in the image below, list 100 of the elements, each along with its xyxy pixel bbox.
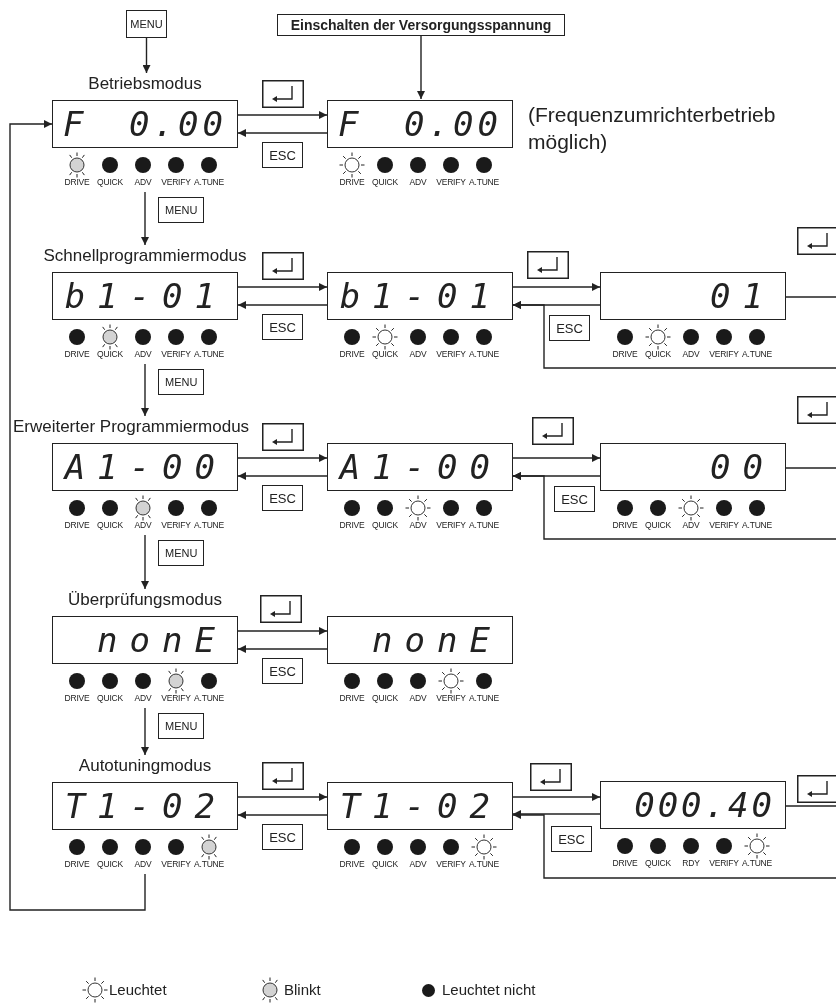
arrow — [237, 111, 328, 119]
lamp-label: A.TUNE — [194, 859, 224, 869]
key-label: ESC — [549, 315, 590, 341]
lamp-label: DRIVE — [64, 349, 90, 359]
arrow — [9, 120, 146, 911]
arrow — [141, 534, 149, 590]
lamp-label: DRIVE — [612, 349, 638, 359]
lamp-label: ADV — [409, 693, 427, 703]
display-readout: b1-01 — [338, 276, 502, 316]
lamp-label: VERIFY — [161, 859, 191, 869]
event-box: Einschalten der Versorgungsspannung — [277, 14, 565, 36]
arrow — [512, 301, 836, 369]
lamp-label: QUICK — [372, 520, 398, 530]
lamp-label: VERIFY — [709, 349, 739, 359]
lamp-label: ADV — [409, 177, 427, 187]
lamp-label: A.TUNE — [742, 349, 772, 359]
lamp-label: QUICK — [97, 520, 123, 530]
mode-title: Schnellprogrammiermodus — [43, 246, 247, 266]
arrow — [141, 707, 149, 756]
lamp-label: A.TUNE — [742, 520, 772, 530]
arrow — [417, 35, 425, 100]
lamp-label: A.TUNE — [469, 859, 499, 869]
note-text: (Frequenzumrichterbetrieb möglich) — [528, 102, 777, 155]
lamp-label: QUICK — [97, 177, 123, 187]
lamp-label: VERIFY — [436, 177, 466, 187]
lamp-label: ADV — [134, 693, 152, 703]
display-readout: T1-02 — [338, 786, 502, 826]
arrow — [512, 811, 836, 879]
lamp-label: ADV — [134, 520, 152, 530]
key-label: ESC — [262, 314, 303, 340]
lamp-label: DRIVE — [339, 693, 365, 703]
lamp-label: QUICK — [97, 859, 123, 869]
lamp-label: DRIVE — [612, 520, 638, 530]
arrow — [237, 627, 328, 635]
arrow — [512, 283, 601, 291]
lamp-label: VERIFY — [436, 520, 466, 530]
lamp-label: ADV — [682, 349, 700, 359]
arrow — [237, 283, 328, 291]
lamp-label: RDY — [682, 858, 700, 868]
arrow — [237, 472, 328, 480]
arrow — [237, 301, 328, 309]
lamp-label: DRIVE — [64, 177, 90, 187]
lamp-label: DRIVE — [64, 693, 90, 703]
legend-text: Blinkt — [284, 981, 321, 998]
lamp-label: DRIVE — [339, 177, 365, 187]
lamp-label: QUICK — [97, 349, 123, 359]
lamp-label: VERIFY — [709, 520, 739, 530]
mode-title: Autotuningmodus — [78, 756, 212, 776]
lamp-label: QUICK — [645, 520, 671, 530]
display-readout: 01 — [709, 276, 775, 316]
key-label: ESC — [262, 824, 303, 850]
lamp-label: QUICK — [372, 693, 398, 703]
arrow — [237, 645, 328, 653]
lamp-label: A.TUNE — [194, 349, 224, 359]
key-label: MENU — [158, 369, 205, 395]
lamp-label: ADV — [409, 859, 427, 869]
key-label: ESC — [262, 142, 303, 168]
key-label: MENU — [158, 197, 205, 223]
legend-text: Leuchtet — [109, 981, 167, 998]
key-label: MENU — [158, 713, 205, 739]
display-readout: 000.40 — [633, 785, 775, 825]
display-readout: 00 — [709, 447, 775, 487]
arrow — [237, 793, 328, 801]
lamp-label: A.TUNE — [742, 858, 772, 868]
lamp-label: DRIVE — [339, 349, 365, 359]
key-label: MENU — [158, 540, 205, 566]
lamp-label: QUICK — [372, 859, 398, 869]
lamp-label: DRIVE — [339, 520, 365, 530]
mode-title: Betriebsmodus — [88, 74, 202, 94]
lamp-label: DRIVE — [64, 859, 90, 869]
arrow — [512, 810, 601, 818]
display-readout: b1-01 — [63, 276, 227, 316]
lamp-label: ADV — [409, 349, 427, 359]
lamp-label: DRIVE — [612, 858, 638, 868]
keypad-key: MENU — [126, 10, 167, 38]
display-readout: T1-02 — [63, 786, 227, 826]
arrow — [512, 454, 601, 462]
lamp-label: ADV — [134, 177, 152, 187]
lamp-label: VERIFY — [709, 858, 739, 868]
lamp-label: QUICK — [372, 177, 398, 187]
lamp-label: VERIFY — [161, 693, 191, 703]
display-readout: F 0.00 — [338, 104, 502, 144]
display-readout: A1-00 — [63, 447, 227, 487]
lamp-label: A.TUNE — [194, 177, 224, 187]
lamp-label: VERIFY — [161, 349, 191, 359]
lamp-label: ADV — [134, 859, 152, 869]
arrow — [141, 363, 149, 417]
lamp-label: QUICK — [645, 858, 671, 868]
lamp-label: A.TUNE — [469, 520, 499, 530]
arrow — [237, 454, 328, 462]
key-label: ESC — [554, 486, 595, 512]
lamp-label: A.TUNE — [194, 693, 224, 703]
arrow — [512, 472, 836, 540]
lamp-label: QUICK — [372, 349, 398, 359]
display-readout: nonE — [371, 620, 502, 660]
lamp-label: DRIVE — [339, 859, 365, 869]
legend-text: Leuchtet nicht — [442, 981, 536, 998]
lamp-label: ADV — [134, 349, 152, 359]
key-label: ESC — [262, 485, 303, 511]
lamp-label: ADV — [682, 520, 700, 530]
